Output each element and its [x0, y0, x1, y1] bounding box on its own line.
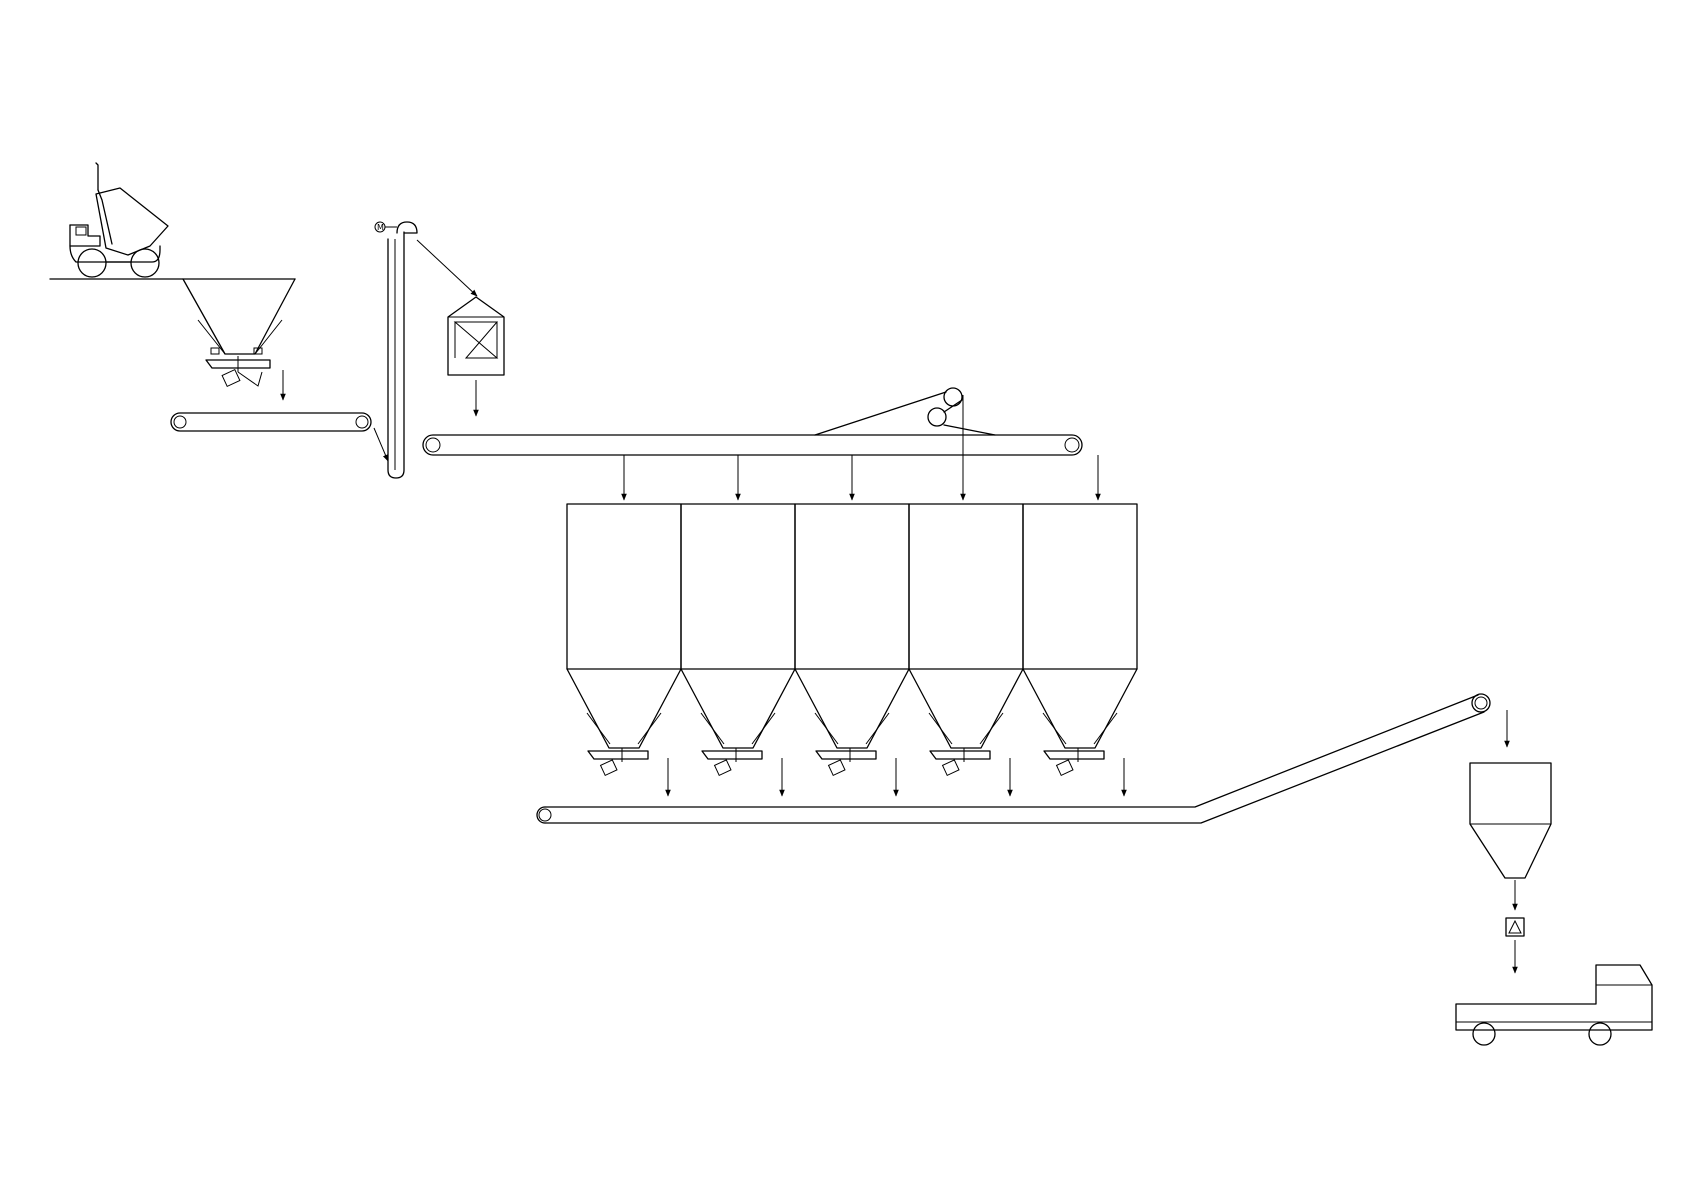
silo-gate-rod-right — [865, 712, 890, 745]
silo-feed-arrows — [621, 395, 1101, 501]
silo-gate-rod-left — [700, 712, 725, 745]
loading-bin — [1469, 762, 1552, 879]
silo-2 — [680, 503, 796, 777]
silo-body — [566, 503, 682, 670]
silo-feeder-motor-icon — [827, 759, 846, 777]
dump-truck — [69, 162, 169, 278]
silo-body — [680, 503, 796, 670]
silo-gate-rod-left — [586, 712, 611, 745]
collecting-belt-conveyor — [536, 693, 1491, 824]
silo-body — [908, 503, 1024, 670]
silo-discharge-arrows — [665, 758, 1127, 797]
silo-feeder-motor-icon — [713, 759, 732, 777]
silo-body — [1022, 503, 1138, 670]
silo-1 — [566, 503, 682, 777]
conveyor-to-elevator-arrow — [373, 427, 389, 462]
silo-feeder — [929, 750, 991, 760]
silo-gate-rod-right — [751, 712, 776, 745]
feeder-motor-icon — [221, 368, 241, 388]
silo-feeder-motor-icon — [599, 759, 618, 777]
elevator-to-screen-arrow — [416, 239, 478, 297]
silo-gate-rod-right — [637, 712, 662, 745]
silo-cone — [908, 668, 1024, 749]
motor-label: M — [377, 223, 384, 232]
silo-body — [794, 503, 910, 670]
loading-valve — [1505, 917, 1525, 937]
storage-silos — [566, 503, 1138, 777]
feed-belt-conveyor — [170, 412, 372, 432]
silo-feeder-motor-icon — [1055, 759, 1074, 777]
receiving-hopper — [182, 278, 296, 388]
silo-feeder — [701, 750, 763, 760]
silo-cone — [1022, 668, 1138, 749]
distribution-belt-conveyor — [422, 387, 1083, 456]
flatbed-truck — [1455, 964, 1653, 1046]
silo-gate-rod-right — [979, 712, 1004, 745]
bucket-elevator: M — [374, 221, 418, 479]
silo-4 — [908, 503, 1024, 777]
vibrating-screen — [447, 296, 505, 376]
silo-gate-rod-right — [1093, 712, 1118, 745]
silo-gate-rod-left — [928, 712, 953, 745]
silo-gate-rod-left — [814, 712, 839, 745]
silo-feeder-motor-icon — [941, 759, 960, 777]
silo-cone — [794, 668, 910, 749]
silo-5 — [1022, 503, 1138, 777]
silo-cone — [566, 668, 682, 749]
silo-cone — [680, 668, 796, 749]
silo-feeder — [1043, 750, 1105, 760]
silo-feeder — [815, 750, 877, 760]
silo-feeder — [587, 750, 649, 760]
silo-gate-rod-left — [1042, 712, 1067, 745]
silo-3 — [794, 503, 910, 777]
